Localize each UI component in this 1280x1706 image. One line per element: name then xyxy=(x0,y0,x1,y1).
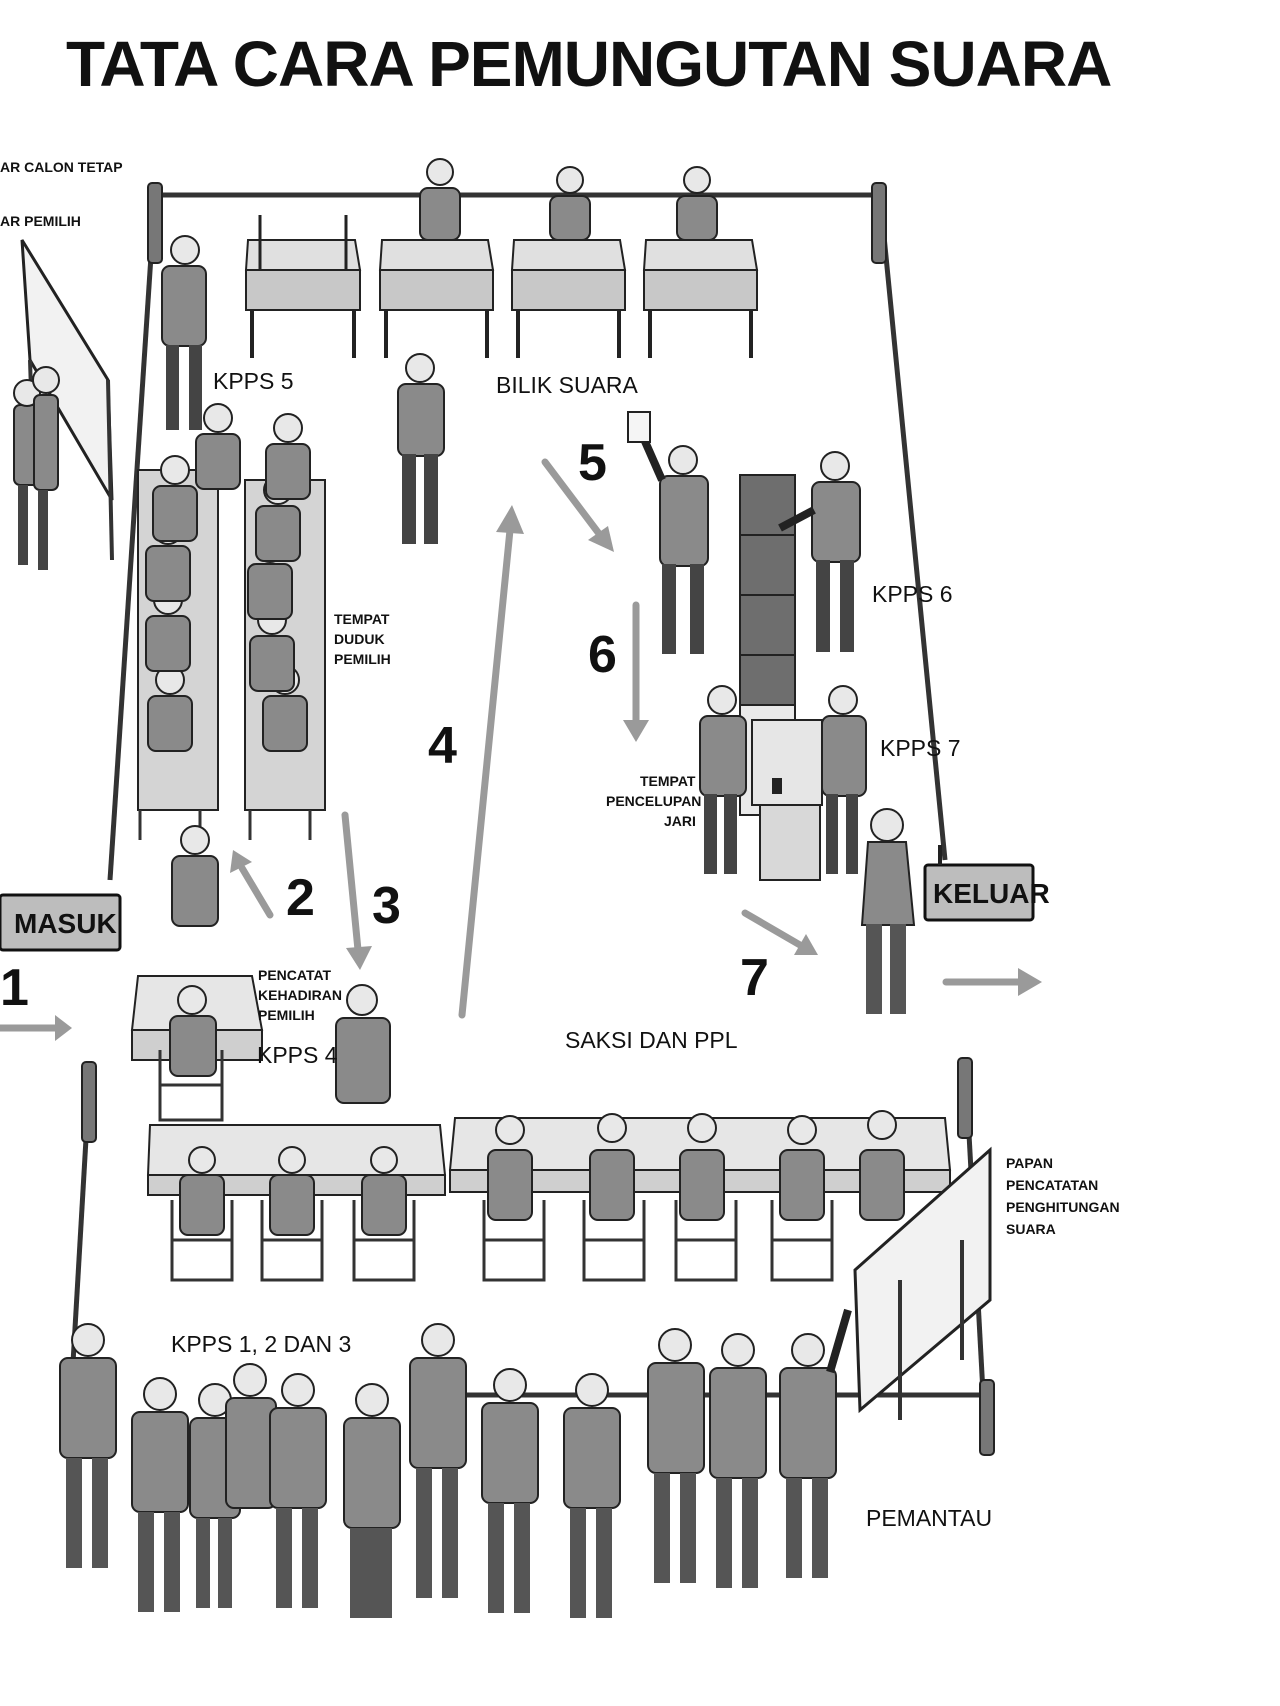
page-title: TATA CARA PEMUNGUTAN SUARA xyxy=(66,28,1111,100)
label-kpps4: KPPS 4 xyxy=(257,1042,338,1068)
label-daftar-pemilih: AR PEMILIH xyxy=(0,213,81,229)
voter-seating-area xyxy=(137,403,326,840)
label-papan-2: PENCATATAN xyxy=(1006,1177,1098,1193)
arrow-step-3 xyxy=(341,811,372,970)
label-bilik-suara: BILIK SUARA xyxy=(496,372,639,398)
label-kpps7: KPPS 7 xyxy=(880,735,961,761)
label-papan-4: SUARA xyxy=(1006,1221,1056,1237)
observers-crowd xyxy=(59,1308,852,1618)
step-number-3: 3 xyxy=(372,877,401,935)
kpps4-officer-standing xyxy=(335,984,391,1104)
voter-registering xyxy=(158,985,224,1122)
label-kpps123: KPPS 1, 2 DAN 3 xyxy=(171,1331,351,1357)
step-number-2: 2 xyxy=(286,869,315,927)
label-pemantau: PEMANTAU xyxy=(866,1505,992,1531)
kpps4-officer-seated xyxy=(171,825,219,927)
label-tempat-duduk-3: PEMILIH xyxy=(334,651,391,667)
label-papan-1: PAPAN xyxy=(1006,1155,1053,1171)
arrow-step-7 xyxy=(741,909,818,955)
arrow-step-2 xyxy=(230,850,274,919)
label-papan-3: PENGHITUNGAN xyxy=(1006,1199,1120,1215)
label-pencatat-1: PENCATAT xyxy=(258,967,332,983)
step-number-6: 6 xyxy=(588,626,617,684)
voting-booth xyxy=(378,239,495,358)
voting-booth xyxy=(510,239,627,358)
label-daftar-calon-tetap: AR CALON TETAP xyxy=(0,159,123,175)
people-at-board xyxy=(13,366,60,570)
tps-boundary xyxy=(69,182,995,1456)
ink-dipping-station xyxy=(751,719,823,881)
kpps6-officer xyxy=(778,451,861,652)
kpps5-officer xyxy=(161,235,207,430)
label-tempat-pencelupan-1: TEMPAT xyxy=(640,773,696,789)
vote-tally-board xyxy=(853,1146,992,1420)
step-number-1: 1 xyxy=(0,959,29,1017)
svg-text:MASUK: MASUK xyxy=(14,908,117,939)
voter-walking xyxy=(397,353,445,544)
kpps123-table xyxy=(146,1124,447,1282)
label-pencatat-3: PEMILIH xyxy=(258,1007,315,1023)
svg-text:KELUAR: KELUAR xyxy=(933,878,1050,909)
label-tempat-duduk-1: TEMPAT xyxy=(334,611,390,627)
arrow-step-5 xyxy=(541,458,614,552)
label-saksi-ppl: SAKSI DAN PPL xyxy=(565,1027,738,1053)
step-number-5: 5 xyxy=(578,434,607,492)
voting-booths xyxy=(244,158,759,358)
arrow-step-1 xyxy=(0,1015,72,1041)
keluar-sign: KELUAR xyxy=(923,845,1050,922)
kpps7-officer xyxy=(821,685,867,874)
step-number-4: 4 xyxy=(428,717,457,775)
voter-casting-ballot xyxy=(627,411,709,654)
masuk-sign: MASUK xyxy=(0,893,122,952)
flow-arrows xyxy=(0,458,1042,1041)
voter-dipping-finger xyxy=(699,685,747,874)
label-pencatat-2: KEHADIRAN xyxy=(258,987,342,1003)
label-tempat-duduk-2: DUDUK xyxy=(334,631,385,647)
label-tempat-pencelupan-2: PENCELUPAN xyxy=(606,793,701,809)
label-tempat-pencelupan-3: JARI xyxy=(664,813,696,829)
label-kpps5: KPPS 5 xyxy=(213,368,294,394)
label-kpps6: KPPS 6 xyxy=(872,581,953,607)
arrow-exit xyxy=(942,968,1042,996)
arrow-step-6 xyxy=(623,601,649,742)
arrow-step-4 xyxy=(458,505,524,1019)
voting-booth xyxy=(642,239,759,358)
voting-booth xyxy=(244,215,362,358)
voter-exiting xyxy=(860,808,916,1014)
step-number-7: 7 xyxy=(740,949,769,1007)
witness-table xyxy=(448,1110,952,1282)
